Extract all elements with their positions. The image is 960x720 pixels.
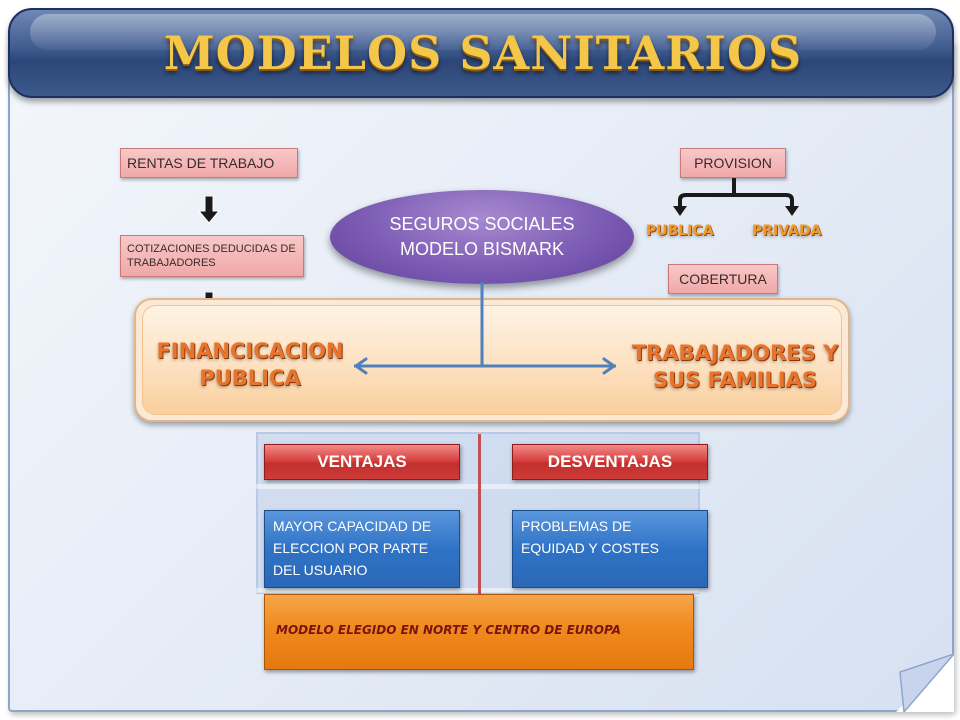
ventajas-header: VENTAJAS	[264, 444, 460, 480]
page-curl-corner	[896, 654, 954, 712]
trabajadores-line-1: TRABAJADORES Y	[631, 341, 839, 365]
oval-line-1: SEGUROS SOCIALES	[389, 214, 575, 234]
provision-box: PROVISION	[680, 148, 786, 178]
privada-label: PRIVADA	[752, 223, 822, 239]
oval-line-2: MODELO BISMARK	[399, 239, 565, 259]
page-title: MODELOS SANITARIOS	[163, 26, 803, 80]
title-banner: MODELOS SANITARIOS	[8, 8, 954, 98]
ventajas-text-box: MAYOR CAPACIDAD DE ELECCION POR PARTE DE…	[264, 510, 460, 588]
trabajadores-familias-label: TRABAJADORES Y SUS FAMILIAS	[630, 340, 840, 394]
down-arrow-1	[198, 196, 220, 224]
conclusion-bar	[264, 594, 694, 670]
connector-arrows	[354, 282, 616, 375]
seguros-sociales-oval: SEGUROS SOCIALES MODELO BISMARK	[330, 190, 634, 284]
cotizaciones-box: COTIZACIONES DEDUCIDAS DE TRABAJADORES	[120, 235, 304, 277]
financiacion-line-2: PUBLICA	[199, 366, 301, 390]
financiacion-line-1: FINANCICACION	[156, 339, 344, 363]
panel-divider	[478, 434, 481, 594]
cobertura-box: COBERTURA	[668, 264, 778, 294]
financiacion-publica-label: FINANCICACION PUBLICA	[150, 338, 350, 392]
banner-gloss	[30, 14, 936, 50]
publica-label: PUBLICA	[646, 223, 714, 239]
conclusion-text: MODELO ELEGIDO EN NORTE Y CENTRO DE EURO…	[276, 623, 621, 637]
rentas-de-trabajo-box: RENTAS DE TRABAJO	[120, 148, 298, 178]
provision-branch-arrows	[673, 178, 799, 216]
financiacion-panel	[142, 305, 842, 415]
desventajas-header: DESVENTAJAS	[512, 444, 708, 480]
trabajadores-line-2: SUS FAMILIAS	[652, 368, 818, 392]
desventajas-text-box: PROBLEMAS DE EQUIDAD Y COSTES	[512, 510, 708, 588]
